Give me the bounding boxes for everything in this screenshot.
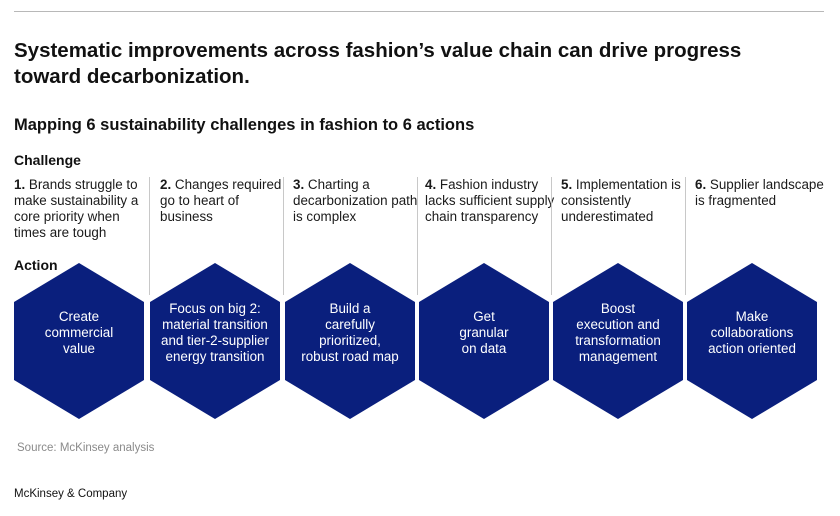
- page-title: Systematic improvements across fashion’s…: [14, 39, 742, 88]
- action-label: Action: [14, 257, 58, 273]
- challenge-3: 3. Charting a decarbonization path is co…: [293, 177, 423, 225]
- action-text: Boost execution and transformation manag…: [575, 301, 661, 364]
- challenge-text: Brands struggle to make sustainability a…: [14, 177, 139, 240]
- challenge-number: 2.: [160, 177, 172, 192]
- challenge-2: 2. Changes required go to heart of busin…: [160, 177, 290, 225]
- column-divider: [149, 177, 150, 295]
- top-rule: [14, 11, 824, 12]
- action-hexagon-5: Boost execution and transformation manag…: [553, 263, 683, 419]
- challenge-label: Challenge: [14, 152, 81, 168]
- challenge-number: 6.: [695, 177, 707, 192]
- challenge-text: Fashion industry lacks sufficient supply…: [425, 177, 555, 224]
- challenge-number: 4.: [425, 177, 437, 192]
- source-note: Source: McKinsey analysis: [17, 442, 155, 454]
- action-hexagon-6: Make collaborations action oriented: [687, 263, 817, 419]
- action-text: Make collaborations action oriented: [708, 309, 796, 356]
- action-hexagon-2: Focus on big 2: material transition and …: [150, 263, 280, 419]
- column-divider: [685, 177, 686, 295]
- challenge-text: Charting a decarbonization path is compl…: [293, 177, 418, 224]
- challenge-4: 4. Fashion industry lacks sufficient sup…: [425, 177, 555, 225]
- column-divider: [551, 177, 552, 295]
- column-divider: [283, 177, 284, 295]
- challenge-text: Supplier landscape is fragmented: [695, 177, 824, 208]
- action-text: Build a carefully prioritized, robust ro…: [301, 301, 399, 364]
- challenge-5: 5. Implementation is consistently undere…: [561, 177, 691, 225]
- action-text: Get granular on data: [459, 309, 509, 356]
- action-hexagon-4: Get granular on data: [419, 263, 549, 419]
- action-text: Create commercial value: [44, 309, 114, 356]
- column-divider: [417, 177, 418, 295]
- action-text: Focus on big 2: material transition and …: [161, 301, 269, 364]
- challenge-1: 1. Brands struggle to make sustainabilit…: [14, 177, 144, 241]
- challenge-number: 5.: [561, 177, 573, 192]
- action-hexagon-3: Build a carefully prioritized, robust ro…: [285, 263, 415, 419]
- challenge-text: Changes required go to heart of business: [160, 177, 282, 224]
- challenge-6: 6. Supplier landscape is fragmented: [695, 177, 825, 209]
- challenge-number: 3.: [293, 177, 305, 192]
- challenge-text: Implementation is consistently underesti…: [561, 177, 681, 224]
- action-hexagon-1: Create commercial value: [14, 263, 144, 419]
- challenge-number: 1.: [14, 177, 26, 192]
- footer-brand: McKinsey & Company: [14, 488, 128, 500]
- page-subtitle: Mapping 6 sustainability challenges in f…: [14, 116, 475, 134]
